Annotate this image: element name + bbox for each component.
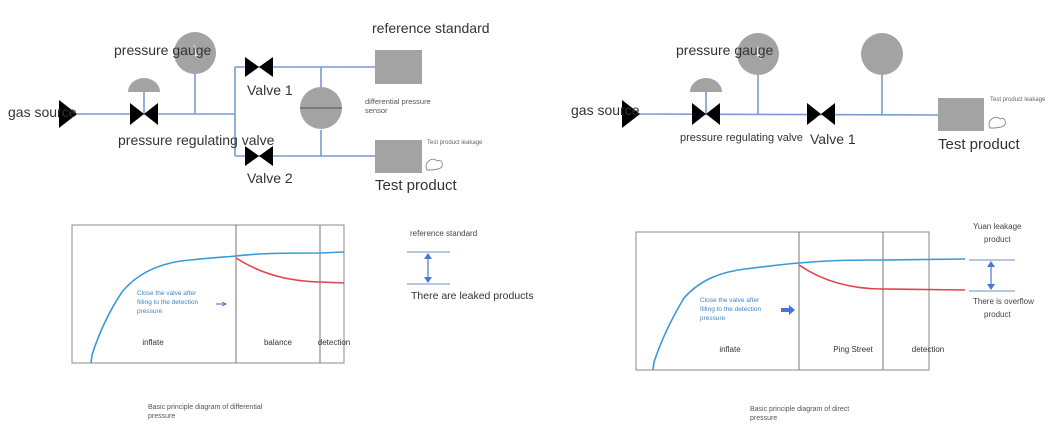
annotation-line1: Close the valve after [700, 297, 760, 304]
leak-bubble-icon [425, 158, 443, 171]
valve1-label: Valve 1 [247, 82, 293, 98]
reference-standard-label: reference standard [372, 20, 490, 36]
upper-label-line2: product [984, 235, 1011, 244]
chart-frame [635, 231, 930, 371]
regulating-valve-icon [692, 103, 720, 125]
lower-label-line2: product [984, 310, 1011, 319]
reference-standard-box [375, 50, 422, 84]
gas-source-icon [59, 100, 77, 128]
upper-label-line1: Yuan leakage [973, 222, 1022, 231]
gauge-needle-icon [756, 45, 762, 60]
test-product-leakage-label: Test product leakage [427, 140, 483, 146]
gas-source-label: gas source [571, 102, 640, 118]
phase-label-inflate: inflate [719, 345, 741, 354]
caption-line1: Basic principle diagram of differential [148, 404, 263, 411]
differential-chart: Close the valve after filling to the det… [71, 224, 534, 420]
annotation-line2: filling to the detection [137, 299, 198, 306]
arrow-right-icon [781, 305, 795, 315]
valve1-label: Valve 1 [810, 131, 856, 147]
test-product-leakage-label: Test product leakage [990, 97, 1046, 103]
gas-source-icon [622, 100, 640, 128]
annotation-line2: filling to the detection [700, 306, 761, 313]
leak-curve [798, 264, 966, 291]
leaked-products-label: There are leaked products [411, 290, 534, 302]
phase-label-balance: balance [264, 338, 293, 347]
gauge-needle-icon [193, 44, 199, 59]
difference-arrowheads [987, 261, 995, 290]
reference-curve [652, 258, 966, 371]
valve2-icon [245, 146, 273, 166]
valve1-icon [245, 57, 273, 77]
caption-line2: pressure [148, 413, 175, 420]
regulator-dome-icon [690, 78, 722, 92]
pressure-sensor-icon [861, 33, 903, 75]
reference-standard-label: reference standard [410, 229, 477, 238]
difference-arrowheads [424, 253, 432, 283]
differential-schematic: gas source pressure regulating valve pre… [8, 20, 490, 194]
test-product-box [938, 98, 984, 131]
direct-chart: Close the valve after filling to the det… [635, 222, 1034, 422]
differential-sensor-label-line2: sensor [365, 106, 388, 115]
phase-label-detection: detection [912, 345, 944, 354]
valve2-label: Valve 2 [247, 170, 293, 186]
annotation-line3: pressure [137, 308, 163, 315]
arrow-right-icon [216, 301, 228, 307]
pressure-gauge-label: pressure gauge [676, 42, 774, 58]
reference-curve [90, 251, 345, 364]
direct-schematic: gas source pressure regulating valve pre… [571, 33, 1046, 153]
phase-label-ping-street: Ping Street [833, 345, 873, 354]
test-product-label: Test product [375, 177, 458, 194]
caption-line2: pressure [750, 415, 777, 422]
annotation-line3: pressure [700, 315, 726, 322]
lower-label-line1: There is overflow [973, 297, 1034, 306]
gas-source-label: gas source [8, 104, 77, 120]
differential-sensor-label-line1: differential pressure [365, 97, 431, 106]
phase-label-detection: detection [318, 338, 350, 347]
regulating-valve-label: pressure regulating valve [680, 132, 803, 144]
test-product-box [375, 140, 422, 173]
chart-frame [71, 224, 345, 364]
valve1-icon [807, 103, 835, 125]
test-product-label: Test product [938, 136, 1021, 153]
phase-label-inflate: inflate [142, 338, 164, 347]
regulating-valve-icon [130, 103, 158, 125]
pipes [635, 75, 939, 116]
regulator-dome-icon [128, 78, 160, 92]
leak-bubble-icon [988, 116, 1006, 129]
caption-line1: Basic principle diagram of direct [750, 406, 849, 413]
annotation-line1: Close the valve after [137, 290, 197, 297]
regulating-valve-label: pressure regulating valve [118, 132, 275, 148]
pressure-gauge-label: pressure gauge [114, 42, 212, 58]
leak-curve [235, 257, 345, 284]
